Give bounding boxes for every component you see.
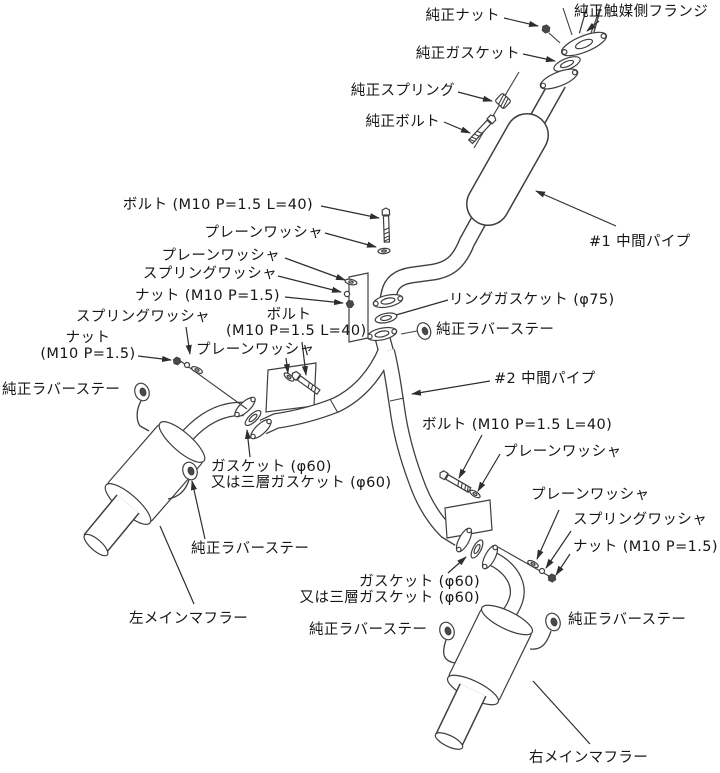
grommet-icon xyxy=(545,612,561,632)
catalyst-flange-drawing xyxy=(539,31,608,90)
pipe1-drawing xyxy=(379,4,602,301)
label-plain-washer-top: プレーンワッシャ xyxy=(204,225,323,241)
right-joint-flanges xyxy=(455,527,499,570)
label-spring-washer-right: スプリングワッシャ xyxy=(573,512,708,528)
grommet-icon xyxy=(134,382,150,402)
label-right-main-muffler: 右メインマフラー xyxy=(529,750,649,766)
label-stock-bolt: 純正ボルト xyxy=(365,114,440,130)
bolt-icon xyxy=(291,370,321,396)
plain-washer-icon xyxy=(191,366,203,374)
rubber-stay-grommets xyxy=(134,322,561,664)
label-gasket-60-right: ガスケット (φ60) 又は三層ガスケット (φ60) xyxy=(300,574,480,606)
spring-washer-icon xyxy=(538,567,546,575)
label-bolt-m10-left: ボルト (M10 P=1.5 L=40) xyxy=(122,197,313,213)
leader-lines xyxy=(137,17,617,745)
label-pipe-2: #2 中間パイプ xyxy=(494,371,596,387)
label-gasket-60-left-line1: ガスケット (φ60) xyxy=(211,459,332,475)
label-spring-washer-left: スプリングワッシャ xyxy=(75,309,210,325)
grommet-icon xyxy=(439,621,455,641)
label-bolt-m10-right: ボルト (M10 P=1.5 L=40) xyxy=(422,417,613,433)
label-stock-rubber-stay-left: 純正ラバーステー xyxy=(2,382,121,398)
label-nut-m10-right: ナット (M10 P=1.5) xyxy=(573,539,718,555)
label-plain-washer-right-1: プレーンワッシャ xyxy=(503,444,622,460)
label-stock-rubber-stay-bottom-left: 純正ラバーステー xyxy=(309,622,428,638)
grommet-icon xyxy=(182,461,198,481)
label-left-main-muffler: 左メインマフラー xyxy=(129,611,249,627)
label-bolt-m10-center: ボルト (M10 P=1.5 L=40) xyxy=(226,307,367,339)
label-stock-gasket: 純正ガスケット xyxy=(415,46,520,62)
right-bracket-plate xyxy=(444,499,493,539)
label-stock-rubber-stay-left-muffler: 純正ラバーステー xyxy=(191,541,310,557)
label-stock-nut: 純正ナット xyxy=(425,8,500,24)
center-joint-flanges xyxy=(366,293,404,342)
label-stock-rubber-stay-right-muffler: 純正ラバーステー xyxy=(568,612,687,628)
plain-washer-icon xyxy=(377,247,391,255)
label-bolt-m10-center-line2: (M10 P=1.5 L=40) xyxy=(226,323,367,339)
label-nut-m10-mid: ナット (M10 P=1.5) xyxy=(135,288,280,304)
label-plain-washer-right-2: プレーンワッシャ xyxy=(531,487,650,503)
plain-washer-icon xyxy=(344,278,358,286)
nut-icon xyxy=(172,356,182,366)
label-gasket-60-left: ガスケット (φ60) 又は三層ガスケット (φ60) xyxy=(211,459,391,491)
nut-icon xyxy=(345,299,355,309)
label-gasket-60-right-line2: 又は三層ガスケット (φ60) xyxy=(299,590,480,606)
spring-washer-icon xyxy=(183,361,191,369)
spring-washer-icon xyxy=(343,290,351,298)
label-spring-washer-mid: スプリングワッシャ xyxy=(142,266,277,282)
label-stock-rubber-stay-center: 純正ラバーステー xyxy=(436,322,555,338)
plain-washer-icon xyxy=(469,489,481,499)
label-stock-catalyst-flange: 純正触媒側フランジ xyxy=(574,4,709,20)
stock-bolt-icon xyxy=(467,114,497,145)
label-pipe-1: #1 中間パイプ xyxy=(589,234,691,250)
label-gasket-60-right-line1: ガスケット (φ60) xyxy=(359,574,480,590)
joint-bracket-plate xyxy=(348,272,369,343)
stock-spring-icon xyxy=(495,93,511,109)
label-nut-m10-left: ナット (M10 P=1.5) xyxy=(40,330,136,362)
label-plain-washer-mid: プレーンワッシャ xyxy=(161,248,280,264)
label-bolt-m10-center-line1: ボルト xyxy=(266,307,312,323)
plain-washer-icon xyxy=(527,559,539,569)
label-gasket-60-left-line2: 又は三層ガスケット (φ60) xyxy=(211,475,392,491)
nut-icon xyxy=(547,573,557,583)
label-nut-m10-left-line1: ナット xyxy=(65,330,111,346)
label-nut-m10-left-line2: (M10 P=1.5) xyxy=(40,346,136,362)
label-plain-washer-center: プレーンワッシャ xyxy=(196,342,315,358)
stock-nut-icon xyxy=(541,24,551,34)
label-stock-spring: 純正スプリング xyxy=(350,83,455,99)
bolt-icon xyxy=(381,207,391,243)
label-ring-gasket-75: リングガスケット (φ75) xyxy=(449,292,615,308)
left-joint-flanges xyxy=(234,396,272,440)
bolt-icon xyxy=(439,470,472,494)
right-muffler-drawing xyxy=(434,552,534,750)
grommet-icon xyxy=(416,322,432,340)
hardware xyxy=(172,24,561,583)
